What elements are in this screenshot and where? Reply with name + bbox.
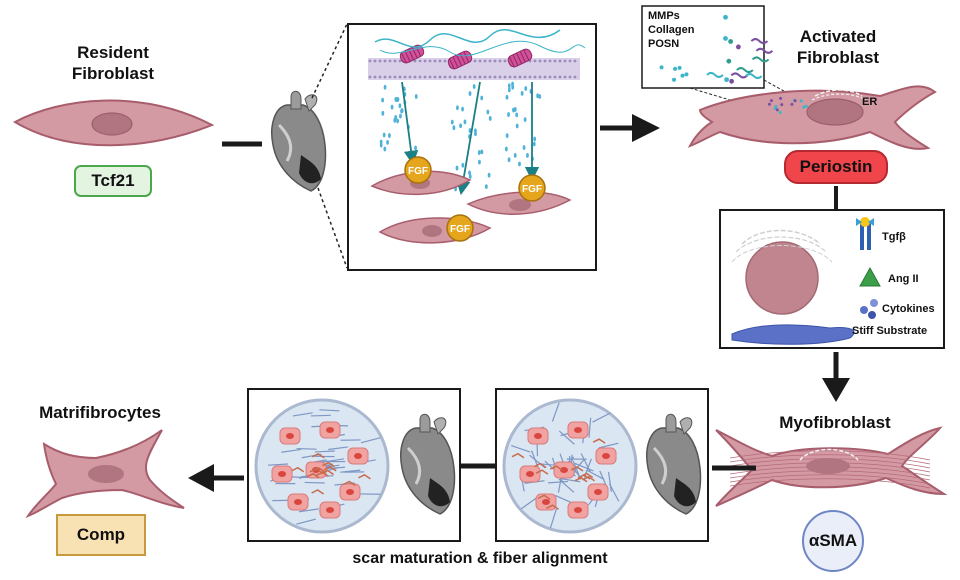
stimulus-stiff-substrate: Stiff Substrate: [852, 325, 928, 337]
ecm-box: [641, 5, 765, 89]
signaling-arrows: [401, 81, 540, 196]
secretion-droplets: [379, 81, 542, 192]
arrow-to-activated-head: [632, 114, 660, 142]
stimulus-cytokines: Cytokines: [882, 303, 935, 315]
stimulus-tgfb: Tgfβ: [882, 231, 906, 243]
fgf-label: FGF: [450, 224, 470, 235]
enlarged-nucleus: [731, 229, 833, 315]
cell-membrane: [368, 58, 580, 80]
tcf21-badge: Tcf21: [74, 165, 152, 197]
arrow-to-matrifibrocytes-head: [188, 464, 214, 492]
myofibroblast-title: Myofibroblast: [779, 413, 891, 432]
resident-title-line1: Resident: [77, 43, 149, 62]
fgf-molecules: FGF FGF FGF: [404, 156, 546, 242]
scar-tissue-early: [502, 398, 638, 534]
heart-icon: [271, 90, 327, 192]
heart-icon: [400, 413, 456, 515]
ecm-particles: [659, 14, 774, 84]
resident-fibroblast-cell: [12, 99, 215, 147]
fgf-label: FGF: [522, 184, 542, 195]
comp-badge: Comp: [56, 514, 146, 556]
fgf-label: FGF: [408, 166, 428, 177]
matrifibrocyte-cell: [25, 429, 185, 519]
fgf-molecule: [404, 156, 432, 184]
stiff-substrate: [731, 324, 855, 345]
asma-badge: αSMA: [802, 510, 864, 572]
fgf-molecule: [446, 214, 474, 242]
periostin-badge: Periostin: [784, 150, 888, 184]
activated-title-line2: Fibroblast: [796, 48, 880, 67]
extracellular-fibers-2: [379, 40, 586, 57]
ecm-callout-line-2: [763, 79, 801, 101]
er-label: ER: [862, 96, 878, 108]
activated-fibroblast-title: Activated Fibroblast: [768, 26, 908, 68]
myofibroblast-cell: [715, 426, 948, 507]
activated-fibroblast-cell: [687, 85, 937, 150]
scar-maturation-caption: scar maturation & fiber alignment: [352, 550, 608, 567]
resident-fibroblast-title: Resident Fibroblast: [48, 42, 178, 84]
fgf-molecule: [518, 174, 546, 202]
matrifibrocytes-title: Matrifibrocytes: [39, 403, 161, 422]
activated-title-line1: Activated: [799, 27, 877, 46]
stimulus-ang-ii: Ang II: [888, 273, 919, 285]
zoom-line-bottom: [317, 187, 348, 269]
ecm-item-posn: POSN: [648, 38, 680, 50]
arrow-to-myofibroblast-head: [822, 378, 850, 402]
ecm-item-collagen: Collagen: [648, 24, 695, 36]
extracellular-fibers: [374, 29, 561, 48]
ecm-item-mmps: MMPs: [648, 10, 680, 22]
resident-title-line2: Fibroblast: [71, 64, 155, 83]
tgfb-receptor-icon: [856, 217, 874, 250]
scar-tissue-mature: [254, 398, 390, 534]
ang-ii-icon: [859, 266, 881, 287]
heart-icon: [646, 413, 702, 515]
cytokines-icon: [860, 299, 878, 319]
zoom-line-top: [311, 23, 348, 99]
